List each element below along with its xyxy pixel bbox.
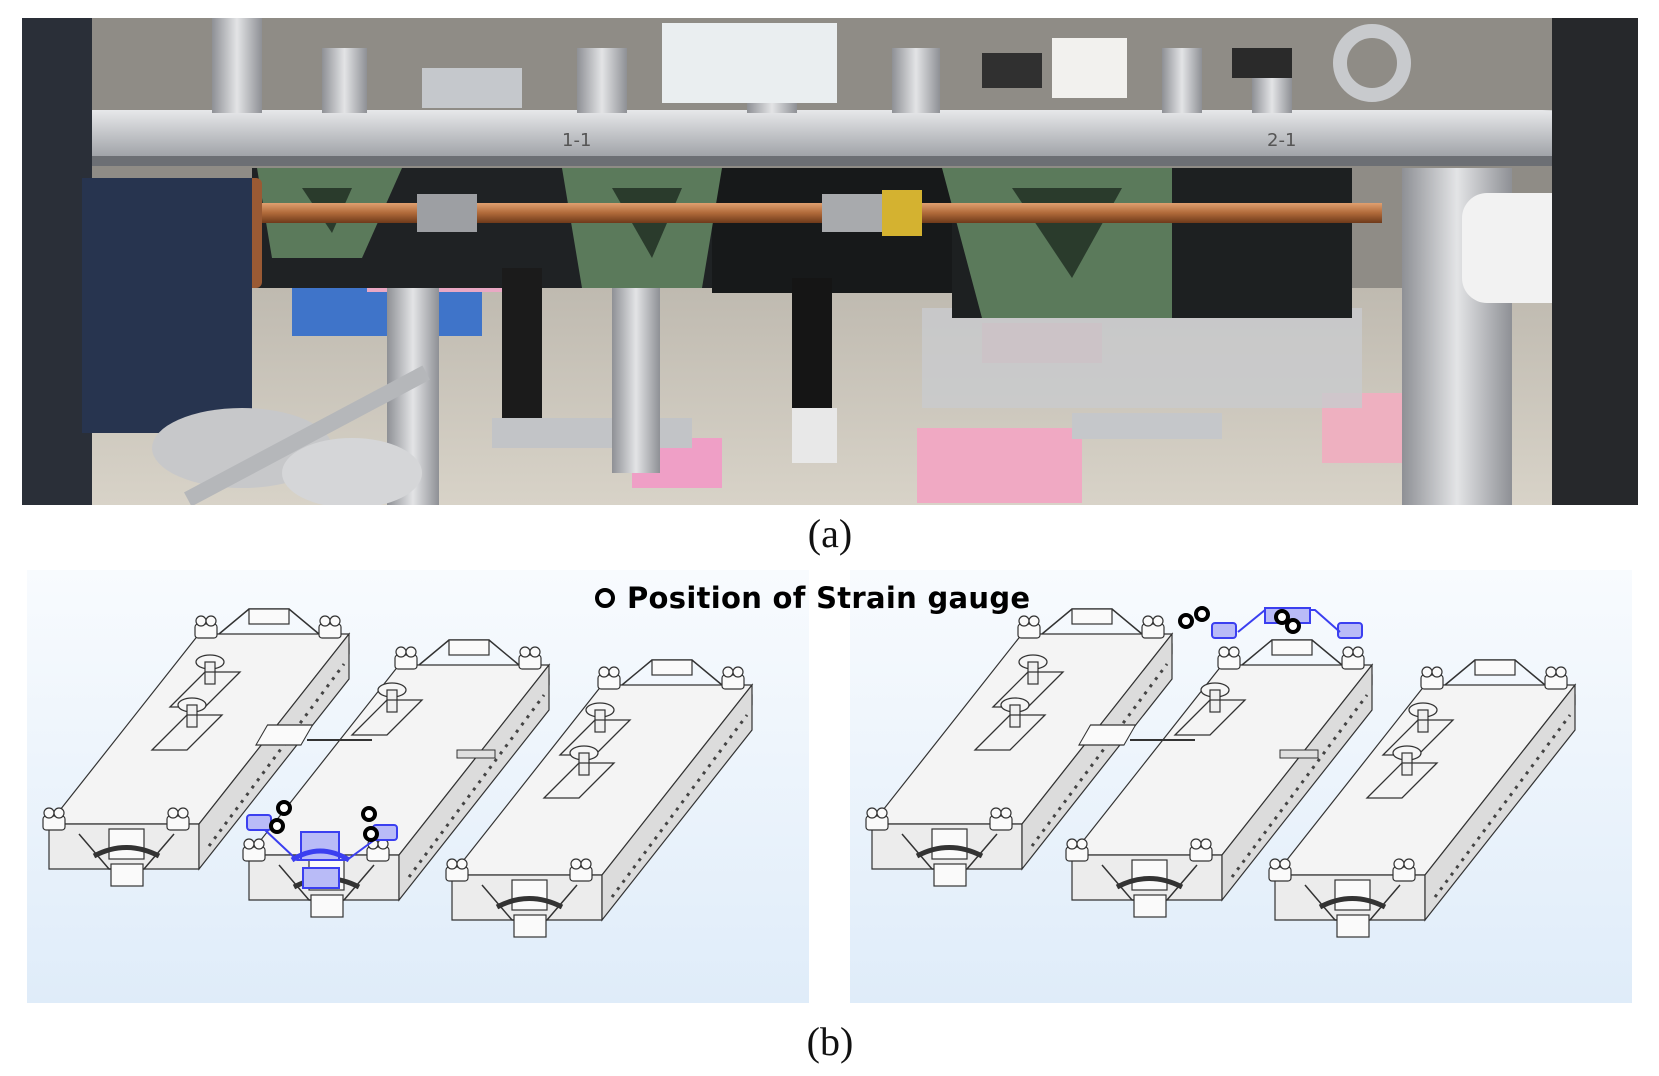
strain-gauge-markers-right bbox=[1178, 606, 1301, 634]
circle-marker-icon bbox=[595, 588, 615, 608]
photo-illustration: 1-1 2-1 bbox=[22, 18, 1638, 505]
panel-b-label: (b) bbox=[806, 1019, 854, 1064]
cad-panel-right bbox=[850, 570, 1632, 1003]
plate-mark-2-1: 2-1 bbox=[1267, 130, 1296, 151]
panel-a-label: (a) bbox=[807, 511, 853, 556]
cad-illustration-right bbox=[850, 606, 1632, 1003]
plate-mark-1-1: 1-1 bbox=[562, 130, 591, 151]
highlighted-bracket-left bbox=[246, 814, 398, 889]
photo-experimental-setup: 1-1 2-1 bbox=[22, 18, 1638, 505]
legend-text: Position of Strain gauge bbox=[627, 581, 1031, 615]
strain-gauge-markers-left bbox=[269, 800, 379, 842]
cad-panel-left bbox=[27, 570, 809, 1003]
legend: Position of Strain gauge bbox=[595, 574, 1030, 622]
cad-illustration-left bbox=[27, 570, 809, 1003]
